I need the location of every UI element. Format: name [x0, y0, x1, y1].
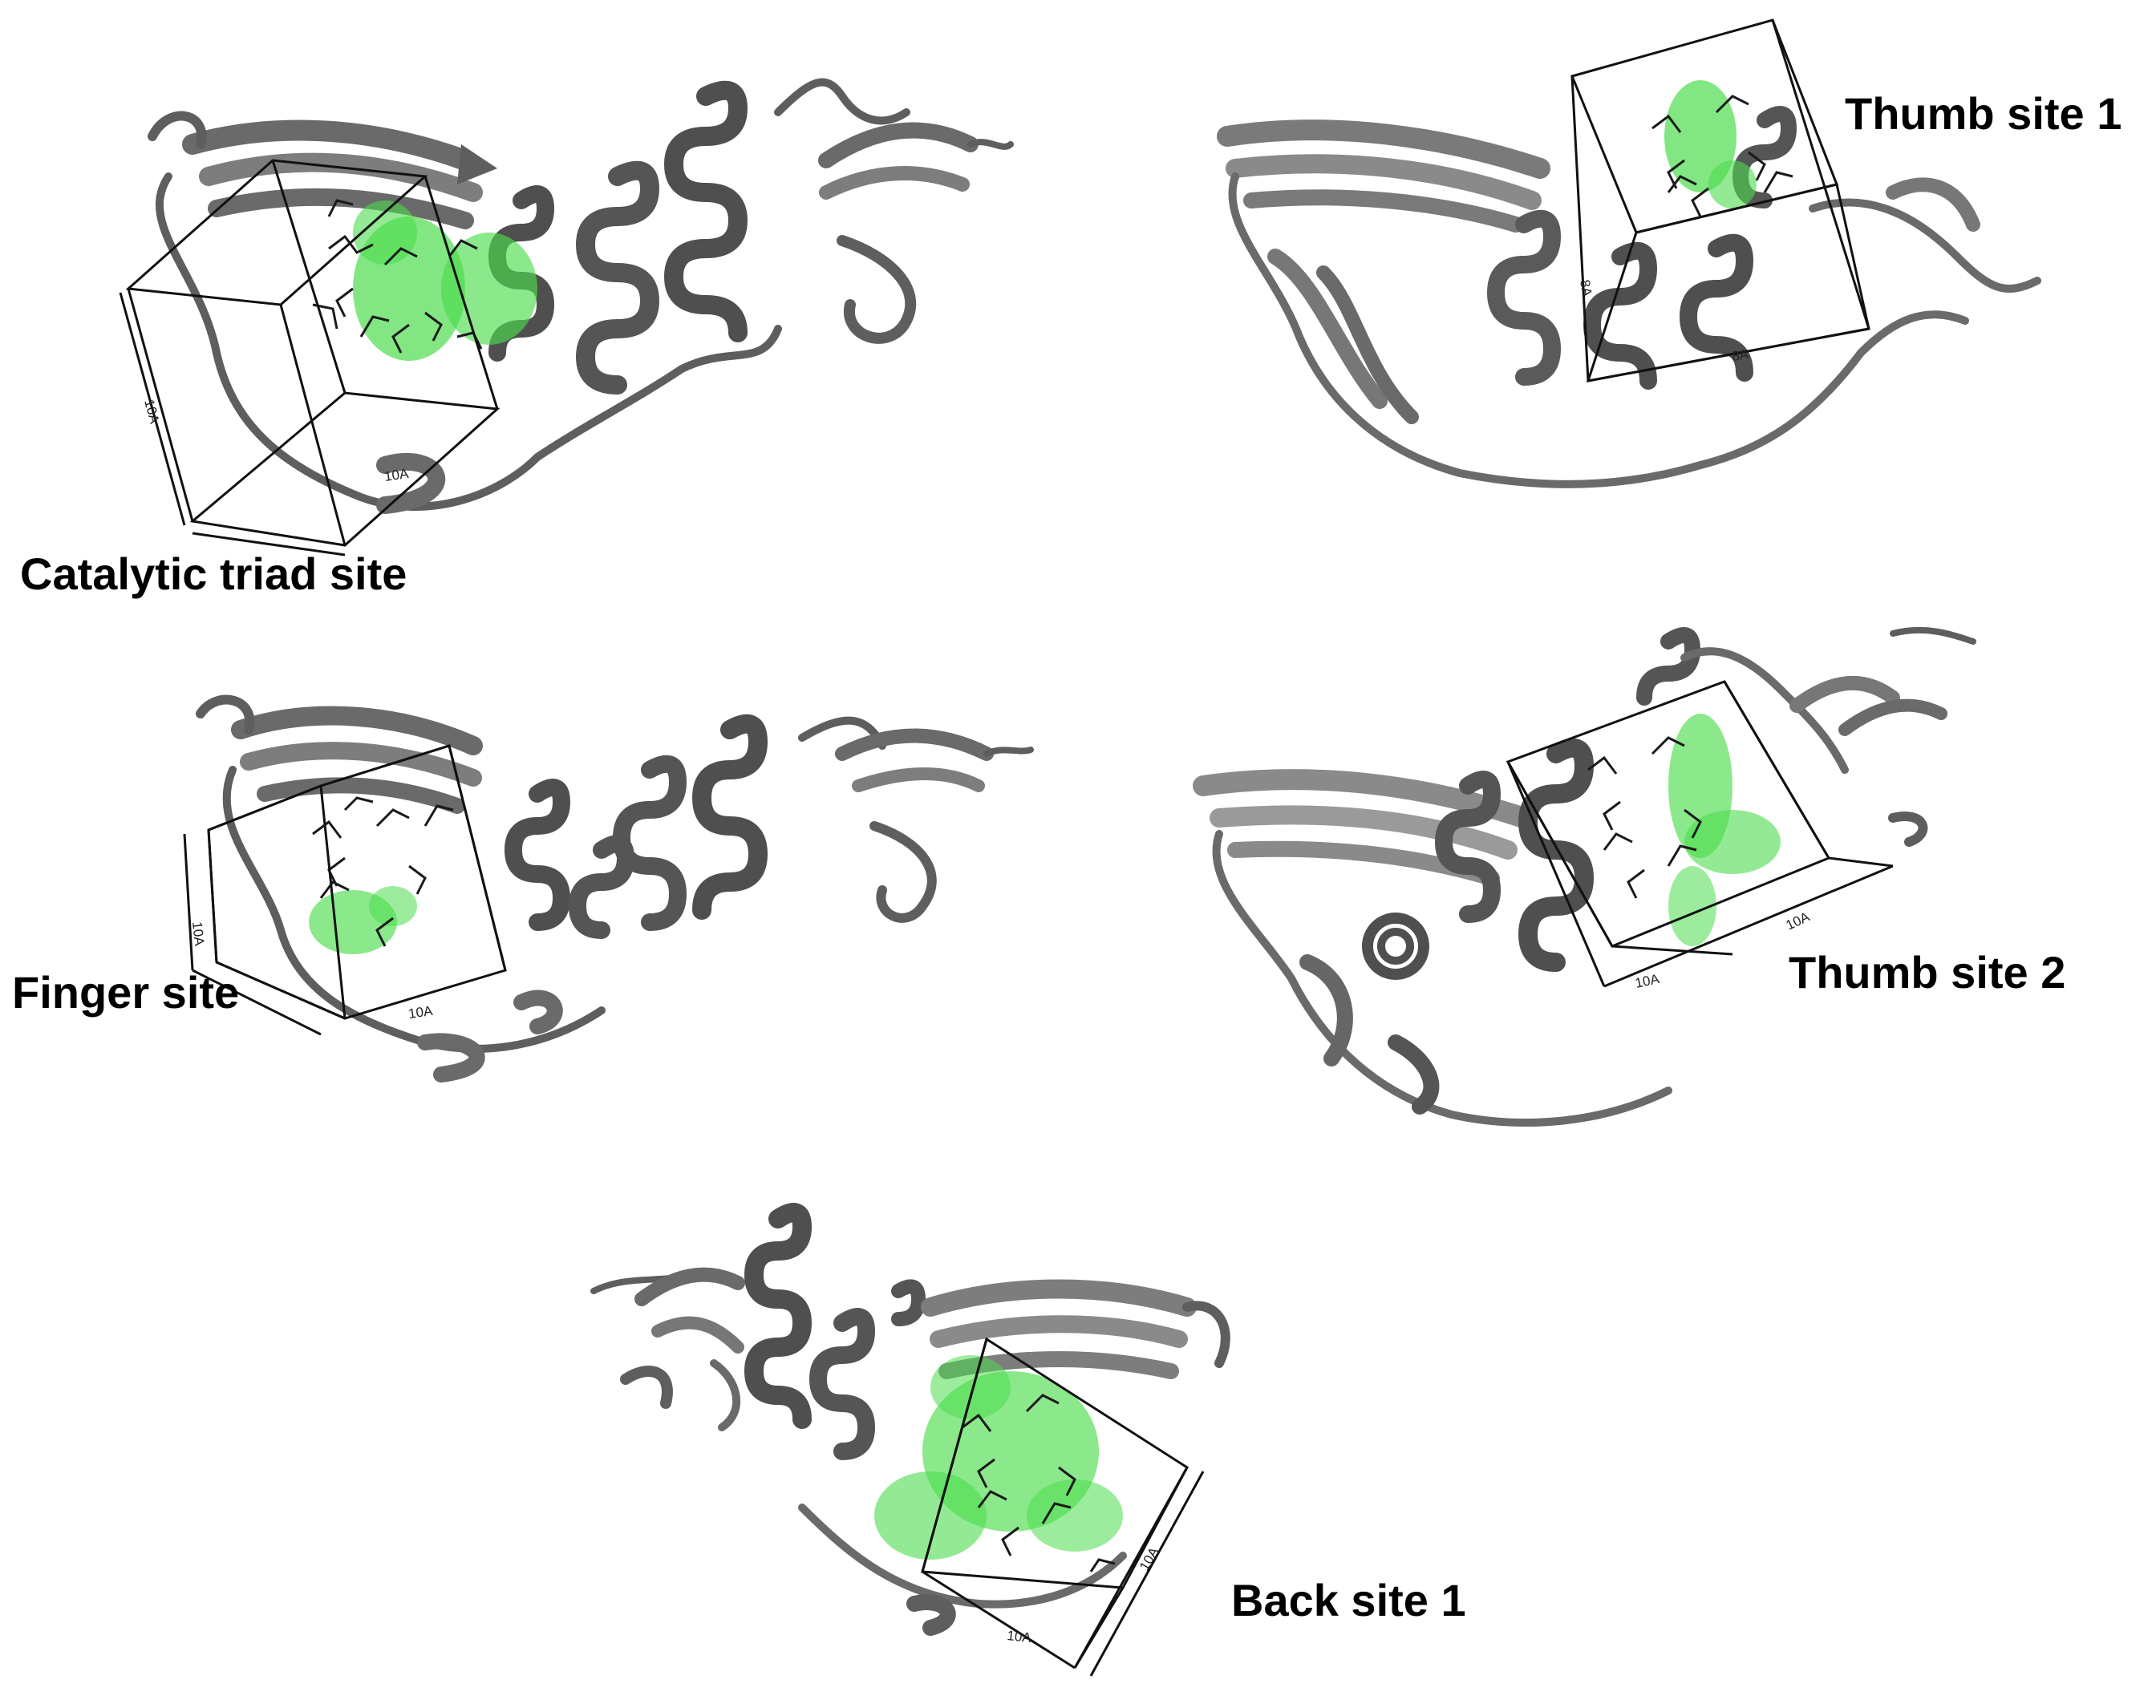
- panel-thumb-site-2: 10A 10A: [1187, 609, 2005, 1139]
- beta-sheet: [148, 111, 497, 229]
- dim-label-bottom: 10A: [407, 1003, 434, 1022]
- protein-structure-catalytic: [119, 78, 1014, 557]
- residue-sticks: [1587, 736, 1702, 899]
- binding-pocket: [1668, 714, 1781, 946]
- label-finger-site: Finger site: [12, 967, 240, 1018]
- protein-structure-thumb1: 8A 8A: [1217, 18, 2041, 488]
- residue-sticks: [1651, 95, 1793, 217]
- dim-label-side: 10A: [189, 921, 207, 947]
- grid-box: [119, 159, 500, 557]
- grid-box: [921, 1337, 1205, 1677]
- label-back-site-1: Back site 1: [1231, 1575, 1466, 1625]
- panel-finger-site: 10A 10A: [183, 666, 1035, 1115]
- dim-label-side: 8A: [1577, 278, 1595, 297]
- dim-label-bottom: 10A: [1007, 1628, 1033, 1645]
- binding-pocket: [353, 200, 537, 361]
- residue-sticks: [962, 1394, 1116, 1572]
- binding-pocket: [309, 886, 417, 954]
- label-thumb-site-1: Thumb site 1: [1845, 88, 2122, 139]
- panel-back-site-1: 10A 10A: [561, 1187, 1364, 1684]
- grid-box: [183, 744, 507, 1036]
- dim-label-side: 10A: [1634, 971, 1661, 991]
- panel-catalytic-triad: 10A 10A: [119, 48, 1019, 557]
- dim-label-bottom: 8A: [1731, 346, 1750, 364]
- panel-thumb-site-1: 8A 8A: [1203, 16, 2045, 513]
- label-catalytic-triad-site: Catalytic triad site: [20, 548, 407, 599]
- dim-label-bottom: 10A: [383, 466, 410, 484]
- label-thumb-site-2: Thumb site 2: [1789, 947, 2066, 998]
- binding-pocket: [874, 1355, 1123, 1560]
- dim-label-side: 10A: [141, 398, 162, 426]
- protein-structure-thumb2: 10A 10A: [1193, 626, 1976, 1127]
- protein-structure-finger: 10A 10A: [183, 694, 1034, 1083]
- dim-label-bottom: 10A: [1784, 909, 1813, 933]
- binding-pocket: [1664, 80, 1757, 208]
- protein-structure-back1: 10A 10A: [590, 1203, 1230, 1677]
- grid-box: [1570, 18, 1870, 382]
- grid-box: [1506, 680, 1894, 988]
- dimension-labels-catalytic: 10A 10A: [141, 398, 410, 484]
